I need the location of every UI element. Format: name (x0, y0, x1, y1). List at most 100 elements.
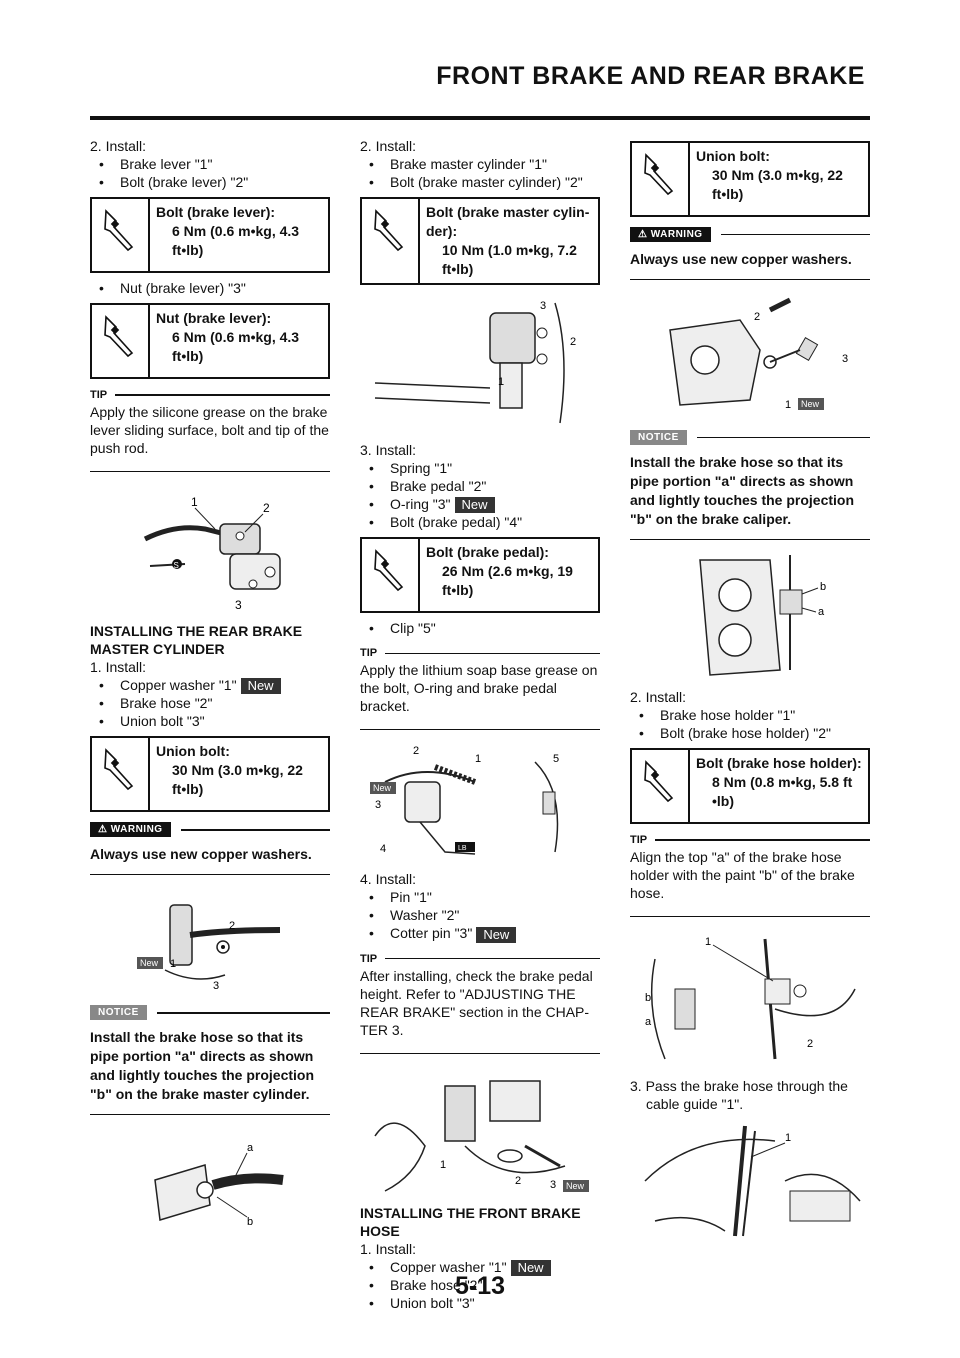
fig-label: 2 (754, 311, 760, 323)
fig-label: 3 (375, 799, 381, 811)
warning-text: Always use new copper washers. (90, 846, 312, 863)
fig-label: 2 (570, 336, 576, 348)
torque-wrench-icon (362, 539, 420, 612)
list-item: Brake pedal "2" (360, 477, 600, 495)
torque-wrench-icon (632, 750, 690, 822)
torque-value: 6 Nm (0.6 m•kg, 4.3 ft•lb) (172, 223, 300, 258)
list-item: Brake hose "2" (360, 1276, 600, 1294)
torque-box: Nut (brake lever): 6 Nm (0.6 m•kg, 4.3 ft… (90, 303, 330, 379)
torque-value: 30 Nm (3.0 m•kg, 22 ft•lb) (712, 167, 843, 202)
fig-label: 3 (550, 1179, 556, 1191)
torque-label: Bolt (brake pedal): (426, 544, 549, 561)
step: 1. Install: (360, 1240, 417, 1257)
fig-label: 1 (440, 1159, 446, 1171)
list-item: Clip "5" (360, 619, 600, 637)
header-rule (90, 116, 870, 120)
torque-box: Union bolt: 30 Nm (3.0 m•kg, 22 ft•lb) (90, 736, 330, 813)
list-item: Brake hose holder "1" (630, 706, 870, 724)
step: 2. Install: (630, 689, 687, 705)
page-title: FRONT BRAKE AND REAR BRAKE (436, 62, 865, 90)
page-number: 5-13 (454, 1272, 506, 1300)
fig-label: New (373, 783, 392, 793)
list-item: Brake hose "2" (90, 694, 330, 712)
fig-label: New (566, 1181, 585, 1191)
brake-pedal-illustration: New LB 1 2 3 4 5 (370, 745, 559, 855)
fig-label: 1 (785, 399, 791, 411)
fig-label: 1 (498, 376, 504, 388)
torque-label: Bolt (brake master cylin-der): (426, 204, 590, 239)
torque-value: 30 Nm (3.0 m•kg, 22 ft•lb) (172, 762, 303, 798)
tip-text: After installing, check the brake pedal … (360, 967, 593, 1038)
torque-box: Bolt (brake master cylin-der):10 Nm (1.0… (360, 197, 600, 285)
tip-text: Align the top "a" of the brake hose hold… (630, 849, 855, 901)
warning-badge: ⚠ WARNING (630, 227, 711, 242)
torque-value: 8 Nm (0.8 m•kg, 5.8 ft •lb) (712, 774, 853, 809)
fig-label: 1 (705, 936, 711, 948)
step: 3. Pass the brake hose through the cable… (630, 1078, 848, 1112)
step: 2. Install: (90, 138, 147, 154)
section-heading: INSTALLING THE FRONT BRAKE HOSE (360, 1204, 581, 1239)
fig-label: b (820, 581, 826, 593)
fig-label: 2 (807, 1038, 813, 1050)
fig-label: a (645, 1016, 652, 1028)
fig-label: b (247, 1216, 253, 1228)
torque-wrench-icon (632, 143, 690, 215)
pipe-projection-illustration: a b (154, 1142, 284, 1228)
tip-text: Apply the lithium soap base grease on th… (360, 662, 598, 715)
warning-box: ⚠ WARNING Always use new copper washers. (90, 822, 330, 876)
step: 1. Install: (90, 659, 147, 675)
list-item: Copper washer "1"New (360, 1258, 600, 1276)
column-2: 2. Install: Brake master cylinder "1" Bo… (360, 137, 600, 1312)
list-item: Bolt (brake pedal) "4" (360, 513, 600, 531)
warning-badge: ⚠ WARNING (90, 822, 171, 838)
warning-text: Always use new copper washers. (630, 251, 852, 267)
list-item: Bolt (brake hose holder) "2" (630, 724, 870, 742)
new-tag: New (454, 497, 495, 514)
list-item: Bolt (brake lever) "2" (90, 173, 330, 191)
torque-box: Bolt (brake hose holder):8 Nm (0.8 m•kg,… (630, 748, 870, 824)
fig-label: 1 (475, 753, 481, 765)
cotter-pin-illustration: New 1 2 3 (374, 1079, 589, 1192)
fig-label: 5 (553, 753, 559, 765)
fig-label: 1 (785, 1132, 791, 1144)
hose-holder-illustration: 1 b a 2 (645, 936, 856, 1060)
torque-wrench-icon (362, 199, 420, 283)
tip-label: TIP (360, 647, 378, 660)
column-1: 2. Install: Brake lever "1" Bolt (brake … (90, 137, 330, 1243)
tip-text: Apply the silicone grease on the brake l… (90, 404, 329, 456)
fig-label: 2 (263, 501, 270, 515)
fig-label: b (645, 992, 651, 1004)
list-item: Pin "1" (360, 888, 600, 906)
torque-wrench-icon (92, 199, 150, 271)
tip-label: TIP (630, 834, 648, 846)
new-tag: New (510, 1259, 551, 1276)
list-item: Nut (brake lever) "3" (90, 279, 330, 297)
fig-label: 3 (842, 353, 848, 365)
step: 4. Install: (360, 871, 417, 888)
section-heading: INSTALLING THE REAR BRAKE MASTER CYLINDE… (90, 623, 303, 657)
notice-text: Install the brake hose so that its pipe … (630, 454, 855, 527)
torque-label: Union bolt: (696, 148, 770, 164)
list-item: Union bolt "3" (360, 1294, 600, 1312)
fig-label: 2 (413, 745, 419, 757)
fig-label: 3 (235, 598, 242, 612)
tip-box: TIP After installing, check the brake pe… (360, 953, 600, 1054)
fig-label: 2 (229, 920, 235, 932)
fig-label: 1 (191, 495, 198, 509)
torque-value: 6 Nm (0.6 m•kg, 4.3 ft•lb) (172, 329, 300, 364)
new-tag: New (476, 926, 517, 943)
brake-lever-illustration: S 1 2 3 (143, 495, 281, 612)
torque-label: Nut (brake lever): (156, 310, 272, 326)
tip-box: TIP Apply the silicone grease on the bra… (90, 389, 330, 472)
torque-box: Union bolt: 30 Nm (3.0 m•kg, 22 ft•lb) (630, 141, 870, 217)
torque-label: Union bolt: (156, 743, 230, 760)
torque-value: 26 Nm (2.6 m•kg, 19 ft•lb) (442, 563, 573, 599)
rear-master-cylinder-illustration: 3 2 1 (374, 300, 576, 424)
fig-label: a (818, 606, 825, 618)
torque-wrench-icon (92, 305, 150, 377)
step: 2. Install: (360, 138, 417, 154)
notice-text: Install the brake hose so that its pipe … (90, 1029, 315, 1103)
fig-label: 3 (540, 300, 546, 312)
notice-badge: NOTICE (90, 1005, 147, 1021)
fig-label: 4 (380, 843, 386, 855)
